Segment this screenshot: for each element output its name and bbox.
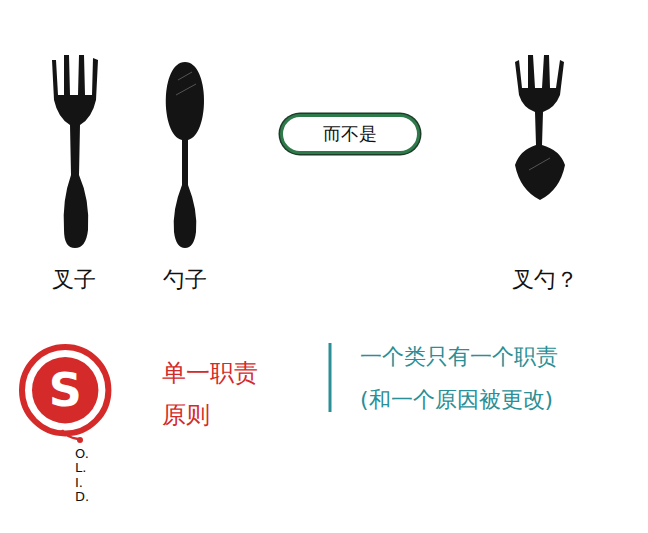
utensil-label: 叉勺？ [512,266,578,295]
badge-disc [32,357,98,423]
utensil-label: 勺子 [163,266,207,295]
pill-text: 而不是 [309,122,391,146]
principle-definition: 一个类只有一个职责 (和一个原因被更改) [360,336,610,422]
spork-drawing [515,55,565,200]
spoon-drawing [166,62,204,248]
principle-name: 单一职责 原则 [162,352,282,436]
hatch-line [529,158,550,170]
badge-ring [22,347,108,433]
fork-drawing [52,55,98,248]
divider-bar [329,343,332,412]
texture-hatch [176,72,550,170]
stem-dot [77,437,83,443]
hatch-line [176,84,196,95]
utensil-label: 叉子 [52,266,96,295]
pill-box: 而不是 [280,114,420,154]
badge-circle: S [18,343,112,437]
badge-letter: S [49,367,82,413]
acronym-letters: O. L. I. D. [75,447,82,504]
hatch-line [178,72,192,80]
